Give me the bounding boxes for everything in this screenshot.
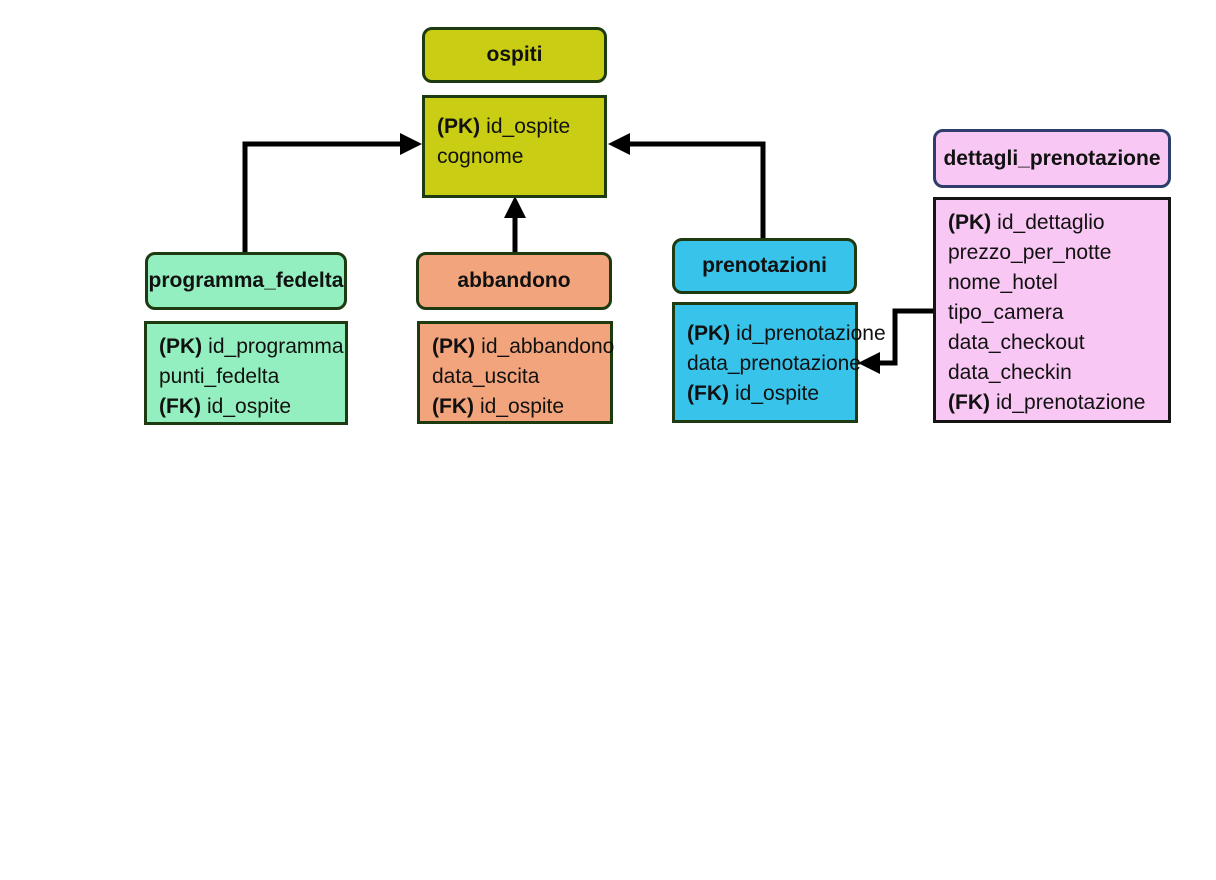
field-row: prezzo_per_notte	[948, 238, 1168, 268]
field-row: (FK)id_ospite	[432, 392, 610, 422]
entity-ospiti-fields: (PK)id_ospite cognome	[422, 95, 607, 198]
field-name: id_ospite	[486, 115, 571, 138]
field-key: (PK)	[159, 335, 203, 358]
field-row: data_uscita	[432, 362, 610, 392]
field-name: data_prenotazione	[687, 352, 861, 375]
field-name: id_abbandono	[481, 335, 615, 358]
field-row: (PK)id_abbandono	[432, 332, 614, 362]
field-name: data_checkin	[948, 361, 1072, 384]
field-name: data_uscita	[432, 365, 540, 388]
field-row: data_checkin	[948, 358, 1168, 388]
arrow-abbandono-to-ospiti	[504, 196, 526, 253]
field-key: (FK)	[159, 395, 201, 418]
field-row: (PK)id_prenotazione	[687, 319, 886, 349]
field-key: (FK)	[948, 391, 990, 414]
field-row: tipo_camera	[948, 298, 1168, 328]
field-name: nome_hotel	[948, 271, 1058, 294]
field-row: data_checkout	[948, 328, 1168, 358]
field-name: cognome	[437, 145, 524, 168]
entity-programma_fedelta-header: programma_fedelta	[145, 252, 347, 310]
field-name: id_ospite	[734, 382, 820, 405]
field-name: prezzo_per_notte	[948, 241, 1112, 264]
field-row: (FK)id_ospite	[159, 392, 345, 422]
entity-abbandono-fields: (PK)id_abbandono data_uscita (FK)id_ospi…	[417, 321, 614, 424]
field-row: (PK)id_programma	[159, 332, 345, 362]
field-row: punti_fedelta	[159, 362, 345, 392]
entity-programma_fedelta-fields: (PK)id_programma punti_fedelta (FK)id_os…	[144, 321, 348, 425]
arrow-programma_fedelta-to-ospiti	[242, 133, 422, 253]
arrow-prenotazioni-to-ospiti	[608, 133, 766, 239]
field-key: (PK)	[432, 335, 476, 358]
field-name: id_ospite	[479, 395, 565, 418]
field-name: tipo_camera	[948, 301, 1064, 324]
entity-prenotazioni-header: prenotazioni	[672, 238, 857, 294]
field-key: (FK)	[432, 395, 474, 418]
field-name: id_dettaglio	[997, 211, 1105, 234]
field-key: (PK)	[437, 115, 481, 138]
field-name: id_programma	[208, 335, 344, 358]
field-key: (PK)	[948, 211, 992, 234]
entity-dettagli_prenotazione-header: dettagli_prenotazione	[933, 129, 1171, 188]
field-row: (FK)id_ospite	[687, 379, 855, 409]
field-row: (PK)id_ospite	[437, 112, 604, 142]
field-name: id_ospite	[206, 395, 292, 418]
entity-dettagli_prenotazione-fields: (PK)id_dettaglio prezzo_per_notte nome_h…	[933, 197, 1171, 423]
field-name: data_checkout	[948, 331, 1085, 354]
entity-prenotazioni-fields: (PK)id_prenotazione data_prenotazione (F…	[672, 302, 886, 423]
arrow-dettagli_prenotazione-to-prenotazioni	[858, 308, 933, 374]
field-key: (PK)	[687, 322, 731, 345]
field-key: (FK)	[687, 382, 729, 405]
field-name: id_prenotazione	[736, 322, 886, 345]
field-name: id_prenotazione	[995, 391, 1146, 414]
field-row: cognome	[437, 142, 604, 172]
entity-abbandono-header: abbandono	[416, 252, 612, 310]
field-row: data_prenotazione	[687, 349, 861, 379]
field-row: (PK)id_dettaglio	[948, 208, 1168, 238]
field-row: nome_hotel	[948, 268, 1168, 298]
field-row: (FK)id_prenotazione	[948, 388, 1168, 418]
field-name: punti_fedelta	[159, 365, 280, 388]
entity-ospiti-header: ospiti	[422, 27, 607, 83]
